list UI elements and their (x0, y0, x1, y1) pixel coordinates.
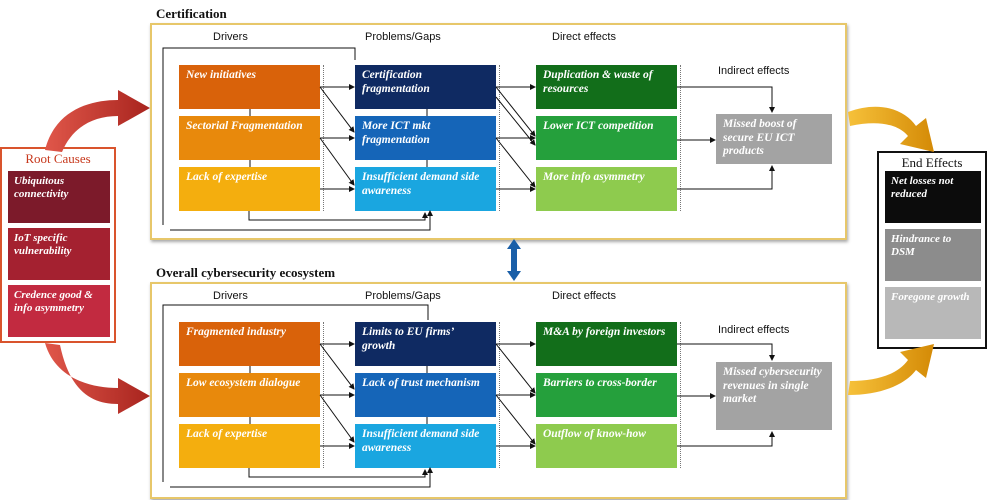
indirect-effect-box: Missed cybersecurity revenues in single … (716, 362, 832, 430)
direct-effect-box: Barriers to cross-border (536, 373, 677, 417)
col-header-drivers: Drivers (213, 290, 248, 302)
connector-arrow (677, 343, 775, 361)
dotted-separator (680, 322, 681, 468)
col-header-problems: Problems/Gaps (365, 31, 441, 43)
connector-arrow (495, 343, 536, 394)
problem-box: Lack of trust mechanism (355, 373, 496, 417)
section-title-certification: Certification (156, 6, 227, 21)
connector-arrow (319, 343, 355, 390)
driver-box: Low ecosystem dialogue (179, 373, 320, 417)
connector-arrow (495, 394, 536, 445)
col-header-direct: Direct effects (552, 31, 616, 43)
root-cause-box: Ubiquitous connectivity (8, 171, 110, 223)
root-cause-box: IoT specific vulnerability (8, 228, 110, 280)
problem-box: Insufficient demand side awareness (355, 424, 496, 468)
red-curved-arrow-down (45, 343, 150, 414)
direct-effect-box: Outflow of know-how (536, 424, 677, 468)
root-causes-title: Root Causes (25, 151, 91, 166)
feedback-arrow (170, 210, 433, 231)
connector-arrow (495, 137, 536, 188)
problem-box: Certification fragmentation (355, 65, 496, 109)
indirect-effect-box: Missed boost of secure EU ICT products (716, 114, 832, 164)
col-header-indirect: Indirect effects (718, 65, 790, 77)
red-curved-arrow-up (45, 90, 150, 152)
driver-box: New initiatives (179, 65, 320, 109)
connector-arrow (677, 86, 775, 113)
connector-arrow (677, 165, 775, 190)
direct-effect-box: M&A by foreign investors (536, 322, 677, 366)
gold-curved-arrow-top (848, 106, 934, 152)
feedback-line (162, 304, 429, 482)
problem-box: More ICT mkt fragmentation (355, 116, 496, 160)
driver-box: Lack of expertise (179, 424, 320, 468)
col-header-direct: Direct effects (552, 290, 616, 302)
end-effect-box: Foregone growth (885, 287, 981, 339)
connector-arrow (495, 86, 536, 137)
root-causes-panel: Root Causes Ubiquitous connectivity IoT … (0, 147, 116, 343)
problem-box: Insufficient demand side awareness (355, 167, 496, 211)
end-effects-title: End Effects (901, 155, 963, 170)
section-title-ecosystem: Overall cybersecurity ecosystem (156, 265, 336, 280)
connector-arrow (677, 431, 775, 447)
gold-curved-arrow-bottom (848, 344, 934, 395)
connector-arrow (319, 137, 355, 186)
feedback-line (162, 47, 356, 225)
col-header-problems: Problems/Gaps (365, 290, 441, 302)
feedback-arrow (248, 468, 428, 478)
driver-box: Sectorial Fragmentation (179, 116, 320, 160)
root-cause-box: Credence good & info asymmetry (8, 285, 110, 337)
end-effects-panel: End Effects Net losses not reduced Hindr… (877, 151, 987, 349)
connector-arrow (319, 86, 355, 133)
dotted-separator (680, 65, 681, 211)
col-header-indirect: Indirect effects (718, 324, 790, 336)
col-header-drivers: Drivers (213, 31, 248, 43)
end-effect-box: Net losses not reduced (885, 171, 981, 223)
feedback-arrow (170, 467, 433, 488)
end-effect-box: Hindrance to DSM (885, 229, 981, 281)
connector-arrow (495, 96, 536, 146)
connector-arrow (319, 394, 355, 443)
direct-effect-box: Lower ICT competition (536, 116, 677, 160)
direct-effect-box: More info asymmetry (536, 167, 677, 211)
driver-box: Lack of expertise (179, 167, 320, 211)
feedback-arrow (248, 211, 428, 221)
ecosystem-connectors (162, 304, 775, 488)
direct-effect-box: Duplication & waste of resources (536, 65, 677, 109)
certification-connectors (162, 47, 775, 231)
problem-box: Limits to EU firms’ growth (355, 322, 496, 366)
blue-double-arrow (507, 239, 521, 281)
driver-box: Fragmented industry (179, 322, 320, 366)
